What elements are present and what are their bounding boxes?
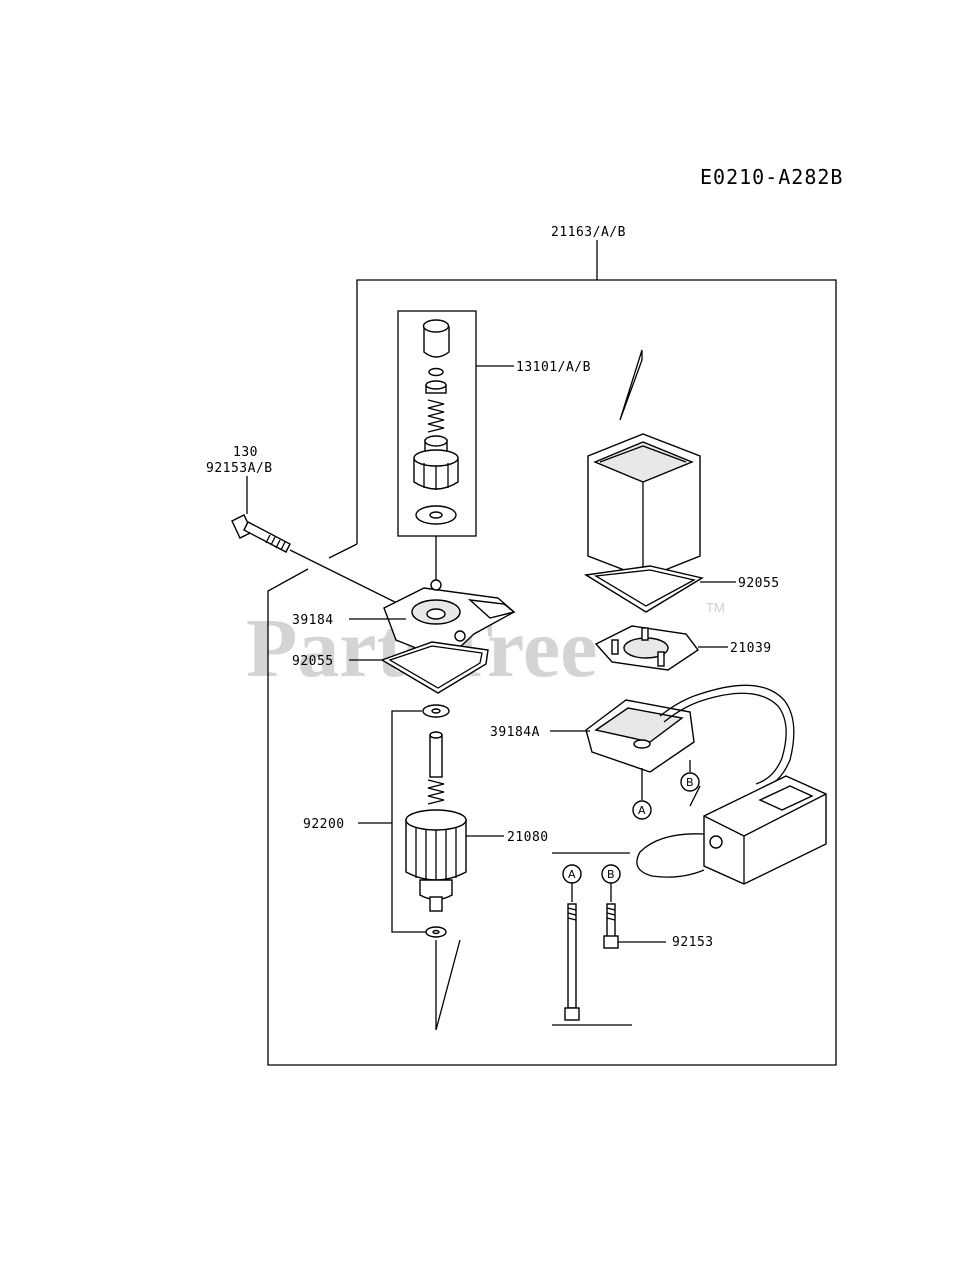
marker-b-bottom-label: B xyxy=(607,868,615,881)
washer-bottom xyxy=(425,926,447,938)
through-bolt-long xyxy=(564,883,580,1021)
callout-drive: 13101/A/B xyxy=(516,360,591,375)
end-cover xyxy=(383,579,516,661)
marker-a-bottom-label: A xyxy=(568,868,576,881)
drive-spring xyxy=(427,399,445,433)
callout-rear-cover: 39184A xyxy=(490,725,540,740)
marker-a-top xyxy=(632,800,652,820)
brush-holder xyxy=(594,625,700,671)
marker-a-top-label: A xyxy=(638,804,646,817)
callout-armature: 21080 xyxy=(507,830,549,845)
yoke-housing xyxy=(587,433,701,579)
callout-bolt-a: 130 xyxy=(233,445,258,460)
mounting-bolt xyxy=(231,514,406,608)
drive-washer xyxy=(415,505,457,525)
drive-frame xyxy=(397,310,477,537)
diagram-code: E0210-A282B xyxy=(700,165,843,189)
terminal-box xyxy=(636,775,827,885)
assembly-frame xyxy=(267,240,837,1066)
armature xyxy=(405,731,467,912)
callout-brush-holder: 21039 xyxy=(730,641,772,656)
callout-end-cover: 39184 xyxy=(292,613,334,628)
drive-pinion xyxy=(413,435,459,490)
washer-top xyxy=(422,704,450,718)
marker-b-top-label: B xyxy=(686,776,694,789)
through-bolt-short xyxy=(603,883,619,949)
drive-collar xyxy=(425,380,447,394)
front-gasket xyxy=(380,641,489,694)
marker-b-top xyxy=(680,772,700,792)
yoke-gasket xyxy=(583,565,704,613)
callout-yoke-gasket: 92055 xyxy=(738,576,780,591)
rear-cover xyxy=(585,684,795,791)
callout-through-bolt: 92153 xyxy=(672,935,714,950)
callout-bolt-b: 92153A/B xyxy=(206,461,273,476)
callout-assembly: 21163/A/B xyxy=(551,225,626,240)
drive-ring xyxy=(428,367,444,377)
callout-gasket-front: 92055 xyxy=(292,654,334,669)
callout-washer: 92200 xyxy=(303,817,345,832)
drive-cap xyxy=(422,319,450,358)
watermark-trademark: TM xyxy=(706,600,725,615)
